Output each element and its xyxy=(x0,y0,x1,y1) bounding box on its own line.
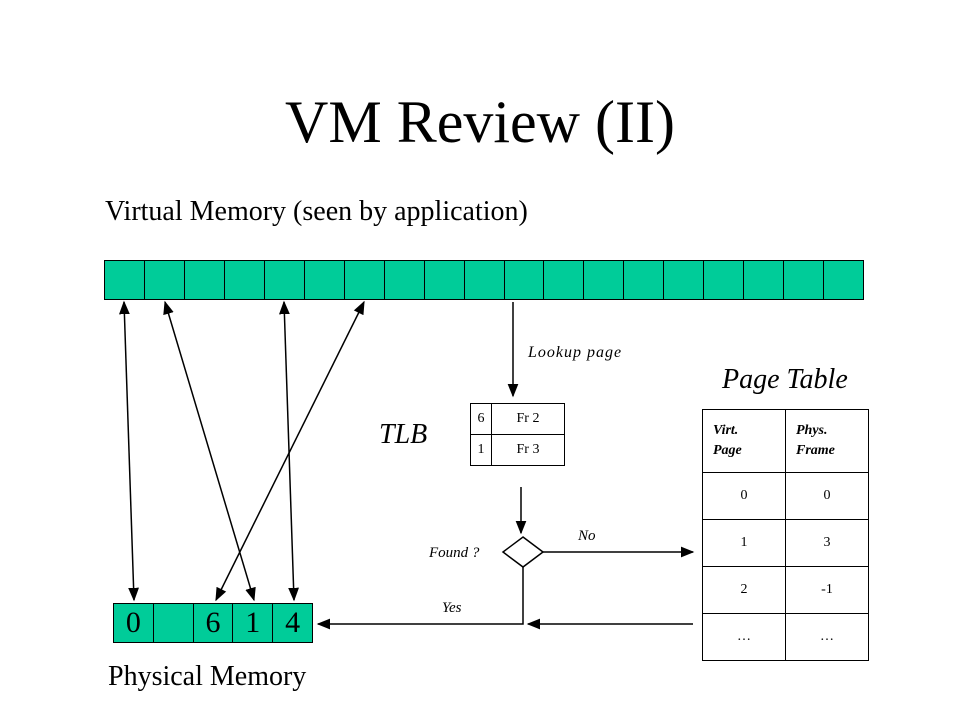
virtual-page-cell xyxy=(464,261,505,299)
phys-frame-cell: -1 xyxy=(785,566,869,614)
virt-page-cell: 1 xyxy=(702,519,786,567)
tlb-row: 1 Fr 3 xyxy=(470,434,565,466)
page-table-label: Page Table xyxy=(722,364,848,395)
virtual-page-cell xyxy=(105,261,145,299)
physical-frame: 6 xyxy=(194,604,234,642)
physical-frame xyxy=(154,604,194,642)
virtual-page-cell xyxy=(824,261,864,299)
phys-frame-cell: 0 xyxy=(785,472,869,520)
virtual-page-cell xyxy=(264,261,305,299)
tlb-table: 6 Fr 2 1 Fr 3 xyxy=(470,403,565,466)
tlb-frame-cell: Fr 3 xyxy=(491,434,565,466)
virtual-page-cell xyxy=(584,261,625,299)
virtual-page-cell xyxy=(504,261,545,299)
mapping-arrow xyxy=(279,300,299,602)
virtual-page-cell xyxy=(344,261,385,299)
page-table-row: 1 3 xyxy=(702,519,869,567)
physical-memory-label: Physical Memory xyxy=(108,661,307,692)
lookup-page-label: Lookup page xyxy=(528,344,623,361)
page-table-row: 0 0 xyxy=(702,472,869,520)
slide-title: VM Review (II) xyxy=(285,89,675,155)
yes-arrow xyxy=(316,567,524,630)
mapping-arrow xyxy=(215,300,365,602)
virtual-memory-strip xyxy=(104,260,864,300)
virtual-page-cell xyxy=(384,261,425,299)
physical-frame: 1 xyxy=(233,604,274,642)
physical-frame: 4 xyxy=(285,606,301,639)
physical-memory-strip: 0 6 1 4 xyxy=(113,603,313,643)
virtual-page-cell xyxy=(744,261,785,299)
virtual-page-cell xyxy=(184,261,225,299)
mapping-arrow xyxy=(119,300,139,602)
page-table-header-row: Virt.Page Phys.Frame xyxy=(702,409,869,473)
virtual-page-cell xyxy=(624,261,665,299)
virtual-page-cell xyxy=(424,261,465,299)
virtual-page-cell xyxy=(224,261,265,299)
found-question-label: Found ? xyxy=(429,545,480,561)
physical-frame: 0 xyxy=(114,604,154,642)
virt-page-cell: 0 xyxy=(702,472,786,520)
tlb-row: 6 Fr 2 xyxy=(470,403,565,435)
tlb-label: TLB xyxy=(379,419,428,450)
virtual-page-cell xyxy=(304,261,345,299)
virtual-page-cell xyxy=(784,261,825,299)
phys-frame-cell: … xyxy=(785,613,869,661)
page-table-row: … … xyxy=(702,613,869,661)
virtual-page-cell xyxy=(544,261,585,299)
mapping-arrow xyxy=(163,300,256,602)
virtual-page-cell xyxy=(144,261,185,299)
virtual-page-cell xyxy=(664,261,705,299)
phys-frame-header: Phys.Frame xyxy=(785,409,869,473)
page-table: Virt.Page Phys.Frame 0 0 1 3 2 -1 … … xyxy=(702,409,869,661)
no-label: No xyxy=(578,528,596,544)
found-decision-diamond xyxy=(501,536,545,568)
virtual-memory-label: Virtual Memory (seen by application) xyxy=(105,196,528,227)
virt-page-header: Virt.Page xyxy=(702,409,786,473)
virtual-page-cell xyxy=(704,261,745,299)
yes-label: Yes xyxy=(442,600,462,616)
